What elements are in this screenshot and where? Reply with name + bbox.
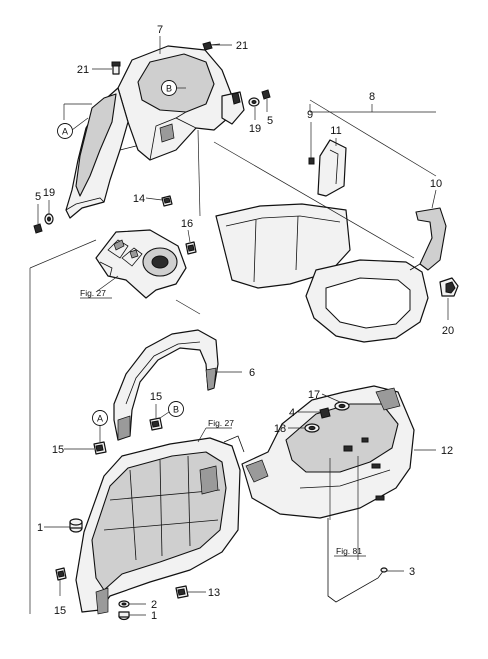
part-20-knob: [439, 277, 459, 297]
part-12-rear-cover: [241, 385, 415, 519]
callout-8: 8: [369, 91, 375, 103]
callout-2: 2: [151, 599, 157, 611]
callout-numbers: 7 21 21 19 5 8 9 11 10 20 5 19 14 16 6 1…: [35, 24, 454, 622]
callout-19-left: 19: [43, 187, 55, 199]
callout-5-top: 5: [267, 115, 273, 127]
circled-ref-a-top-label: A: [62, 127, 68, 137]
callout-3: 3: [409, 566, 415, 578]
callout-1-bottom: 1: [151, 610, 157, 622]
callout-9: 9: [307, 109, 313, 121]
part-5-screw-left: [33, 223, 43, 234]
part-18-grommet: [304, 423, 320, 433]
part-4-screw: [319, 407, 331, 419]
part-21-screw-top-right: [202, 41, 221, 51]
instrument-bracket-assembly: [95, 229, 187, 299]
figure-ref-fig27-top: Fig. 27: [80, 288, 112, 299]
callout-20: 20: [442, 325, 454, 337]
lower-body-frame: [75, 435, 245, 615]
part-13-clip: [175, 585, 189, 599]
part-14-clip: [161, 195, 173, 207]
circled-ref-a-bottom: A: [92, 410, 108, 426]
callout-12: 12: [441, 445, 453, 457]
part-6-handle-bar: [113, 329, 219, 441]
leader-lines: [29, 36, 449, 616]
callout-15-bottom: 15: [54, 605, 66, 617]
callout-15-left: 15: [52, 444, 64, 456]
figure-ref-fig81-label: Fig. 81: [336, 546, 362, 556]
callout-13: 13: [208, 587, 220, 599]
figure-ref-fig81: Fig. 81: [334, 546, 366, 557]
part-1-bushing-left: [69, 518, 83, 533]
callout-19-top: 19: [249, 123, 261, 135]
part-19-washer-top: [248, 97, 260, 107]
part-16-fastener: [185, 241, 197, 255]
callout-10: 10: [430, 178, 442, 190]
figure-ref-fig27-mid: Fig. 27: [208, 418, 234, 428]
circled-ref-a-top: A: [57, 123, 73, 139]
circled-ref-b-bottom-label: B: [173, 405, 179, 415]
circled-ref-b-top-label: B: [166, 84, 172, 94]
callout-7: 7: [157, 24, 163, 36]
circled-ref-b-bottom: B: [168, 401, 184, 417]
callout-16: 16: [181, 218, 193, 230]
figure-ref-fig27-top-label: Fig. 27: [80, 288, 106, 298]
part-2-washer: [118, 600, 130, 608]
figure-ref-fig27-mid-label: Fig. 27: [208, 418, 234, 428]
part-15-clip-bottom: [55, 567, 67, 581]
part-7-upper-cover: [117, 45, 245, 161]
part-9-small-fastener: [308, 157, 315, 165]
part-7-left-fender: [65, 87, 137, 219]
callout-4: 4: [289, 407, 295, 419]
circled-ref-a-bottom-label: A: [97, 414, 103, 424]
callout-21-right: 21: [236, 40, 248, 52]
part-15-clip-upper: [149, 417, 163, 431]
callout-14: 14: [133, 193, 145, 205]
part-1-bushing-bottom: [118, 611, 130, 621]
front-screen-panel: [215, 203, 351, 289]
part-3-rod: [327, 518, 388, 603]
callout-5-left: 5: [35, 191, 41, 203]
part-15-clip-left: [93, 441, 107, 455]
callout-11: 11: [330, 125, 341, 137]
callout-18: 18: [274, 423, 286, 435]
callout-6: 6: [249, 367, 255, 379]
part-19-washer-left: [44, 213, 54, 225]
callout-21-left: 21: [77, 64, 89, 76]
circled-ref-b-top: B: [161, 80, 177, 96]
part-10-guard-frame: [305, 207, 447, 343]
part-11-side-panel: [317, 139, 347, 197]
part-17-grommet: [334, 401, 350, 411]
callout-17: 17: [308, 389, 320, 401]
part-5-screw-top: [261, 89, 271, 100]
callout-15-upper: 15: [150, 391, 162, 403]
callout-1-left: 1: [37, 522, 43, 534]
part-21-screw-top-left: [111, 61, 121, 75]
